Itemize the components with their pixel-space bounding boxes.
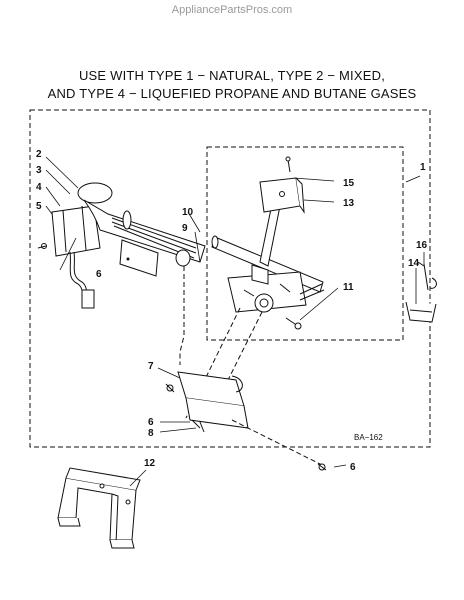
callout-14: 14: [408, 258, 420, 269]
wire-clip: [405, 261, 437, 323]
callout-6-ground: 6: [350, 462, 356, 473]
callout-2: 2: [36, 149, 42, 160]
callout-numbers: 2 3 4 5 6 10 9 15 13 11 1 16 14 7 6 8 6 …: [36, 149, 428, 473]
title-line-2: AND TYPE 4 − LIQUEFIED PROPANE AND BUTAN…: [47, 86, 417, 101]
title-line-1: USE WITH TYPE 1 − NATURAL, TYPE 2 − MIXE…: [78, 68, 386, 83]
callout-11: 11: [343, 282, 354, 293]
valve-boundary: [206, 146, 404, 341]
diagram-code: BA−162: [354, 433, 383, 442]
screws: [165, 383, 205, 433]
igniter-and-wires: [37, 243, 95, 309]
watermark: AppliancePartsPros.com: [171, 4, 293, 16]
callout-7: 7: [148, 361, 154, 372]
callout-6-bracket: 6: [148, 417, 154, 428]
callout-1: 1: [420, 162, 426, 173]
callout-4: 4: [36, 182, 42, 193]
callout-9: 9: [182, 223, 188, 234]
callout-12: 12: [144, 458, 156, 469]
callout-8: 8: [148, 428, 154, 439]
callout-3: 3: [36, 165, 42, 176]
callout-16: 16: [416, 240, 428, 251]
callout-13: 13: [343, 198, 355, 209]
mounting-bracket: [177, 371, 249, 429]
assembly-boundary: [29, 109, 431, 448]
base-stand: [57, 467, 141, 549]
callout-6-igniter: 6: [96, 269, 102, 280]
callout-10: 10: [182, 207, 194, 218]
callout-5: 5: [36, 201, 42, 212]
callout-15: 15: [343, 178, 355, 189]
leader-lines: [45, 156, 425, 487]
burner-tube-assembly: [51, 182, 206, 277]
valve-assembly: [211, 156, 325, 330]
